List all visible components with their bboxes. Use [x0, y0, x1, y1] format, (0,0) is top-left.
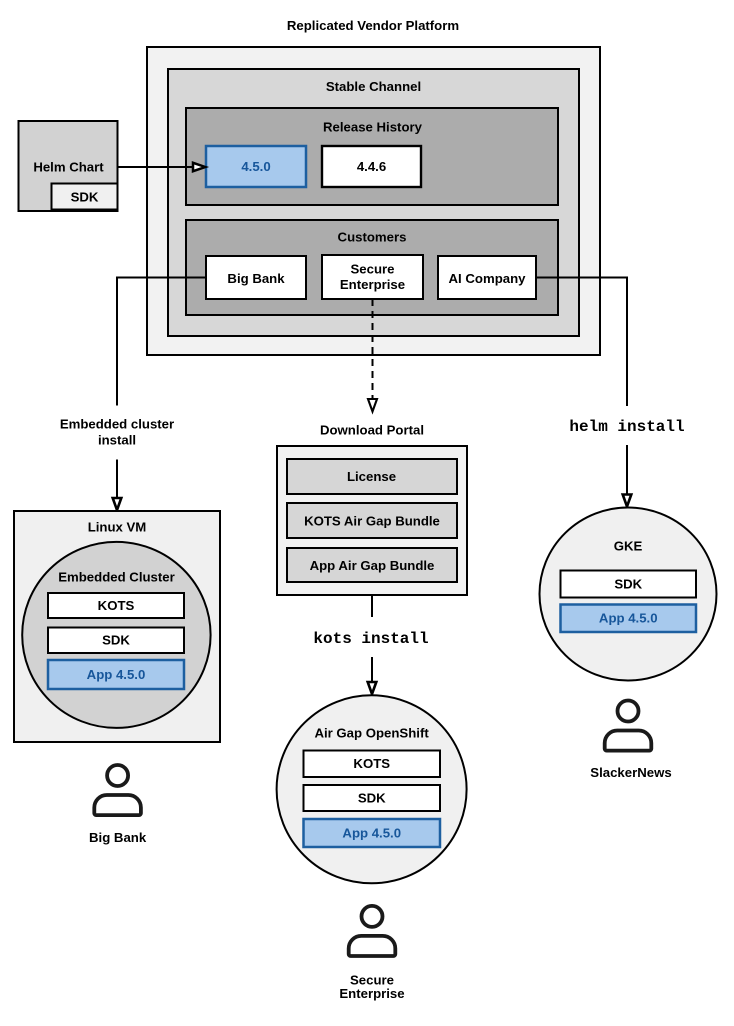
svg-text:App 4.5.0: App 4.5.0 — [342, 826, 401, 841]
svg-text:Replicated Vendor Platform: Replicated Vendor Platform — [287, 18, 459, 33]
svg-text:Release History: Release History — [323, 120, 423, 135]
svg-text:Customers: Customers — [338, 230, 407, 245]
svg-text:Embedded cluster: Embedded cluster — [60, 417, 174, 432]
svg-text:SlackerNews: SlackerNews — [590, 765, 671, 780]
svg-text:GKE: GKE — [614, 539, 643, 554]
svg-text:kots install: kots install — [313, 630, 428, 648]
svg-text:install: install — [98, 433, 136, 448]
svg-text:SDK: SDK — [358, 791, 386, 806]
svg-text:Air Gap OpenShift: Air Gap OpenShift — [314, 726, 429, 741]
svg-text:App 4.5.0: App 4.5.0 — [87, 667, 146, 682]
svg-text:4.4.6: 4.4.6 — [357, 159, 386, 174]
svg-text:Enterprise: Enterprise — [339, 986, 404, 1001]
svg-text:Embedded Cluster: Embedded Cluster — [58, 570, 175, 585]
svg-text:App 4.5.0: App 4.5.0 — [599, 611, 658, 626]
svg-text:Big Bank: Big Bank — [227, 271, 285, 286]
svg-text:Download Portal: Download Portal — [320, 423, 424, 438]
svg-text:App Air Gap Bundle: App Air Gap Bundle — [310, 558, 435, 573]
svg-text:Secure: Secure — [350, 973, 394, 988]
svg-text:Linux VM: Linux VM — [88, 520, 147, 535]
svg-text:Big Bank: Big Bank — [89, 830, 147, 845]
svg-text:Helm Chart: Helm Chart — [33, 160, 104, 175]
svg-text:4.5.0: 4.5.0 — [241, 159, 270, 174]
svg-text:KOTS: KOTS — [353, 756, 390, 771]
svg-text:Secure: Secure — [351, 262, 395, 277]
svg-text:License: License — [347, 469, 396, 484]
svg-text:AI Company: AI Company — [449, 271, 527, 286]
svg-text:helm install: helm install — [569, 418, 684, 436]
svg-text:Stable Channel: Stable Channel — [326, 79, 421, 94]
svg-text:SDK: SDK — [102, 633, 130, 648]
svg-text:Enterprise: Enterprise — [340, 277, 405, 292]
svg-text:KOTS Air Gap Bundle: KOTS Air Gap Bundle — [304, 514, 440, 529]
svg-text:KOTS: KOTS — [98, 598, 135, 613]
svg-text:SDK: SDK — [614, 577, 642, 592]
svg-text:SDK: SDK — [71, 190, 99, 205]
